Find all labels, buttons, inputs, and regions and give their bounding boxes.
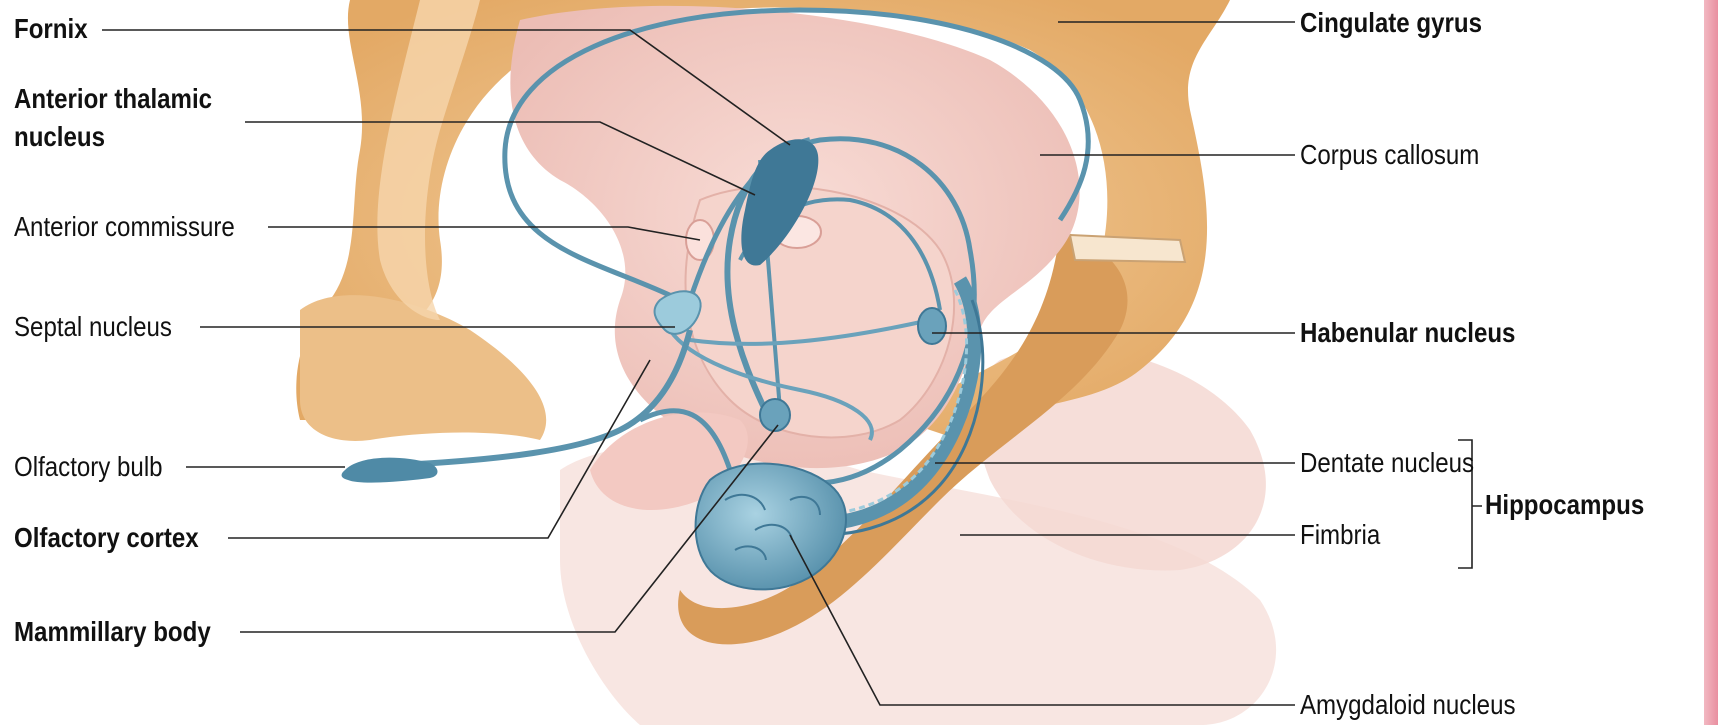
label-septal-nucleus: Septal nucleus bbox=[14, 312, 172, 342]
page-edge-strip bbox=[1704, 0, 1718, 725]
habenular-nucleus-shape bbox=[918, 308, 946, 344]
label-dentate-nucleus: Dentate nucleus bbox=[1300, 448, 1474, 478]
label-anterior-thalamic-nucleus: Anterior thalamic nucleus bbox=[14, 80, 238, 156]
label-olfactory-cortex: Olfactory cortex bbox=[14, 523, 199, 553]
label-olfactory-bulb: Olfactory bulb bbox=[14, 452, 163, 482]
label-hippocampus-group: Hippocampus bbox=[1485, 490, 1644, 520]
label-habenular-nucleus: Habenular nucleus bbox=[1300, 318, 1515, 348]
label-amygdaloid-nucleus: Amygdaloid nucleus bbox=[1300, 690, 1516, 720]
label-cingulate-gyrus: Cingulate gyrus bbox=[1300, 8, 1482, 38]
label-fornix: Fornix bbox=[14, 14, 88, 44]
label-fimbria: Fimbria bbox=[1300, 520, 1380, 550]
olfactory-bulb-shape bbox=[342, 458, 438, 483]
label-corpus-callosum: Corpus callosum bbox=[1300, 140, 1479, 170]
mammillary-body-shape bbox=[760, 399, 790, 431]
lower-frontal-fold bbox=[300, 295, 546, 441]
corpus-callosum-band bbox=[1070, 235, 1185, 262]
label-mammillary-body: Mammillary body bbox=[14, 617, 211, 647]
label-anterior-commissure: Anterior commissure bbox=[14, 212, 235, 242]
